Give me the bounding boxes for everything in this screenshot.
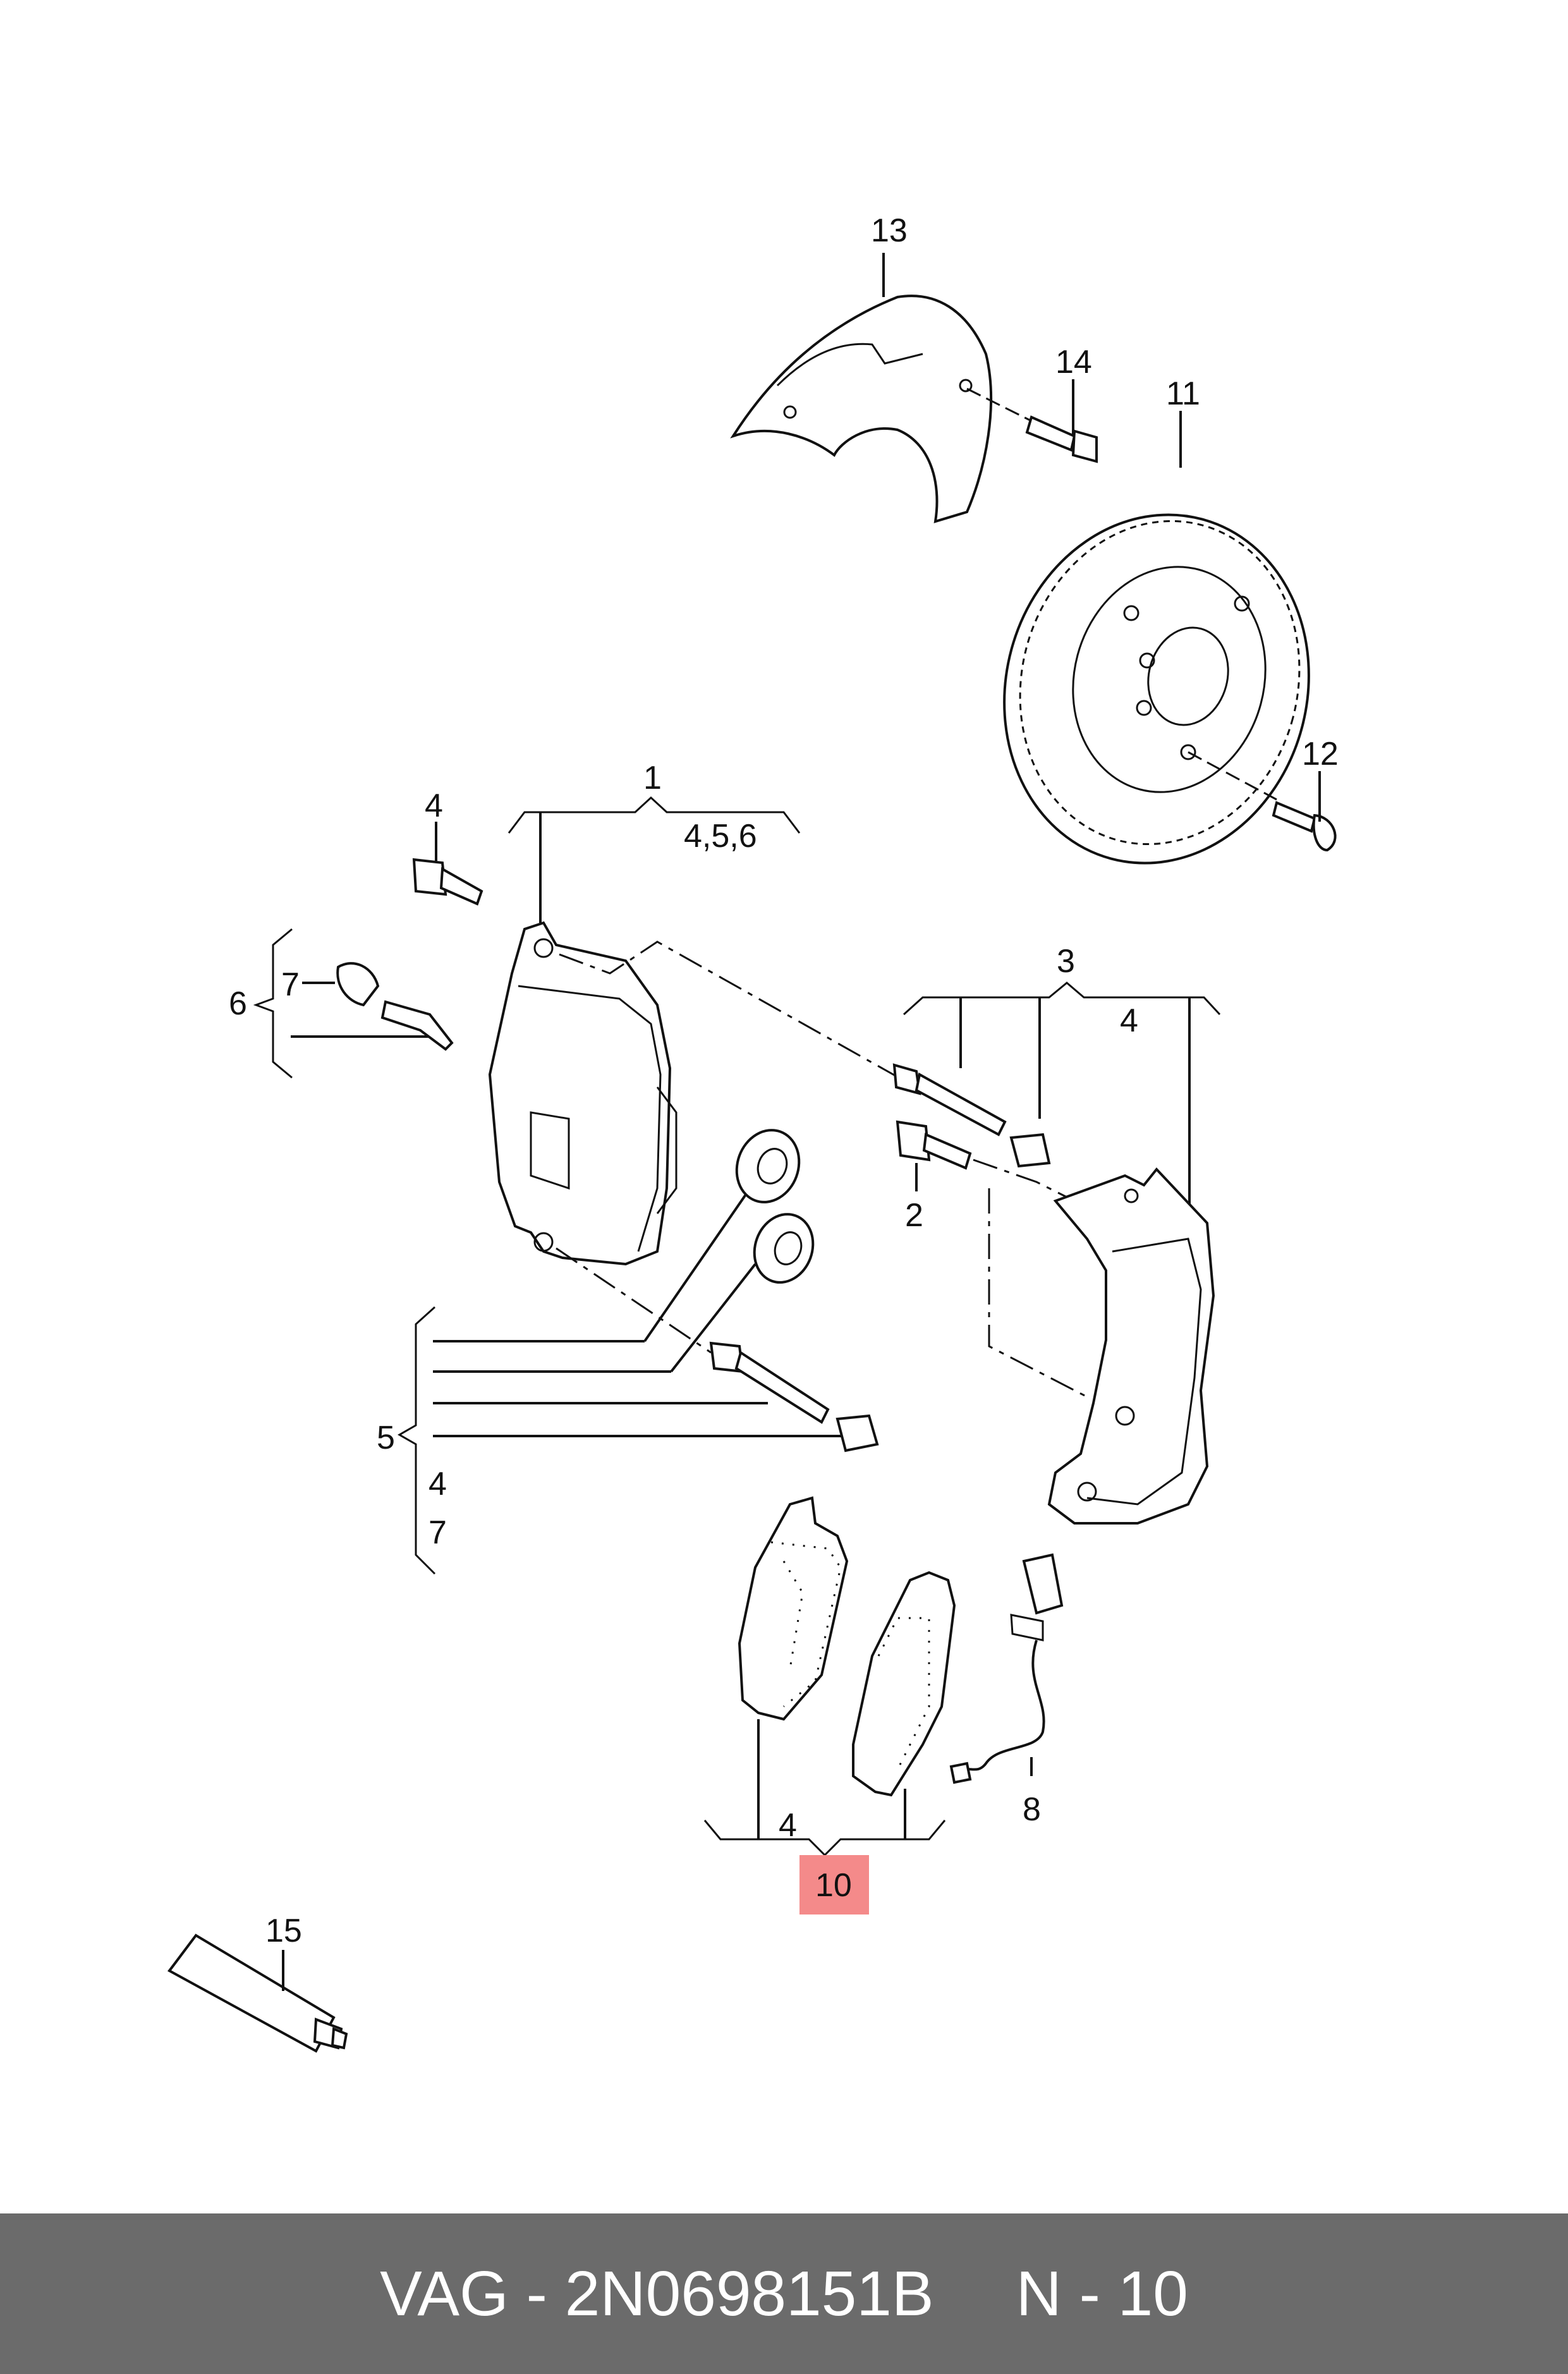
sleeve-lower	[836, 1414, 879, 1452]
footer-position-label: N - 10	[1016, 2258, 1188, 2329]
pin-centerline	[973, 1159, 1075, 1202]
pin-centerline-lower	[988, 1188, 1088, 1398]
bleed-screw	[380, 1000, 454, 1051]
callout-3: 3	[1057, 943, 1075, 980]
carrier-callout-bracket	[903, 982, 1221, 1207]
callout-4: 4	[425, 788, 443, 824]
callout-6: 6	[229, 985, 247, 1022]
bolt-part-2	[896, 1120, 972, 1191]
brake-caliper-body	[488, 921, 678, 1266]
callout-10: 10	[815, 1867, 852, 1904]
piston-seal-lower	[753, 1213, 815, 1284]
guide-pin-upper	[892, 1063, 1007, 1136]
callout-13: 13	[871, 212, 908, 249]
footer-bar: VAG - 2N0698151B N - 10	[0, 2213, 1568, 2374]
brake-disc-part-11	[1003, 411, 1310, 865]
bleeder-group-6	[253, 928, 454, 1079]
disc-screw-part-12	[1188, 751, 1337, 852]
splash-shield-part-13	[730, 253, 993, 523]
caliper-callout-bracket	[507, 796, 801, 923]
callout-5-sub-b: 7	[428, 1514, 447, 1551]
callout-1: 1	[643, 760, 662, 796]
repair-kit-group-5	[397, 1193, 879, 1575]
guide-bolt-part-4	[412, 822, 483, 906]
callout-1-sub: 4,5,6	[684, 818, 757, 855]
callout-8: 8	[1023, 1791, 1041, 1828]
callout-5: 5	[377, 1420, 395, 1456]
footer-brand: VAG	[380, 2258, 509, 2329]
brake-exploded-diagram: 13 14 11 12 1 4,5,6 4	[167, 212, 1339, 2053]
callout-11: 11	[1166, 375, 1200, 412]
callout-2: 2	[905, 1197, 923, 1234]
caliper-carrier-bracket	[1047, 1167, 1215, 1525]
piston-seal-upper	[735, 1129, 801, 1203]
callout-10-sub: 4	[779, 1807, 797, 1844]
brake-pad-right	[852, 1571, 956, 1797]
callout-7: 7	[281, 966, 300, 1003]
callout-3-sub: 4	[1120, 1002, 1138, 1039]
bolt-part-14	[966, 379, 1098, 463]
brake-pad-left	[738, 1496, 849, 1721]
highlight-box-part-10	[799, 1855, 869, 1914]
callout-12: 12	[1302, 736, 1339, 772]
callout-14: 14	[1055, 344, 1092, 380]
callout-15: 15	[265, 1913, 302, 1949]
callout-5-sub-a: 4	[428, 1466, 447, 1502]
dust-cap-part-7	[336, 962, 380, 1007]
wear-sensor-part-8	[949, 1553, 1064, 1784]
footer-separator: -	[526, 2258, 547, 2329]
assembly-centerline	[559, 940, 911, 1085]
grease-tube-part-15	[167, 1933, 348, 2053]
footer-part-number: 2N0698151B	[564, 2258, 934, 2329]
sleeve-upper	[1009, 1133, 1051, 1168]
